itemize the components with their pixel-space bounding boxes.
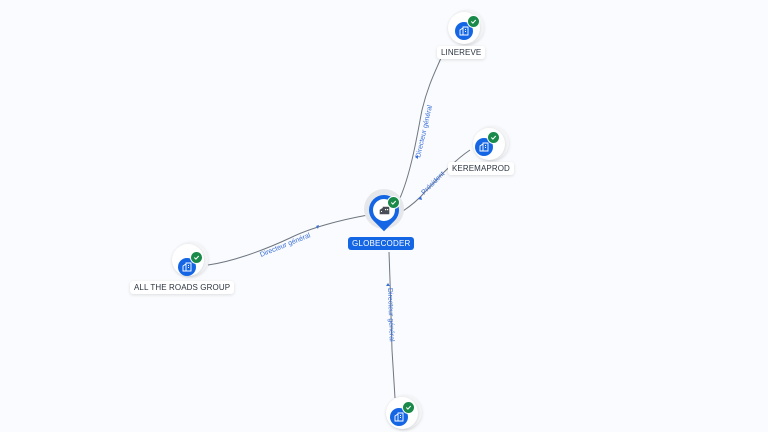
center-node-label: GLOBECODER xyxy=(348,237,415,250)
edge-label-all-the-roads-group: Directeur général xyxy=(259,232,312,259)
verified-check-icon xyxy=(487,131,500,144)
edge-label-linereve: Directeur général xyxy=(415,104,434,158)
verified-check-icon xyxy=(387,196,400,209)
edge-arrow-icon xyxy=(316,225,319,229)
node-label: KEREMAPROD xyxy=(448,162,514,175)
edge-all-the-roads-group xyxy=(207,214,369,266)
node-all-the-roads-group[interactable]: ALL THE ROADS GROUP xyxy=(130,240,235,295)
node-keremaprod[interactable]: KEREMAPROD xyxy=(448,124,525,179)
edge-arrow-icon xyxy=(415,155,418,159)
node-linereve[interactable]: LINEREVE xyxy=(437,8,500,63)
verified-check-icon xyxy=(467,15,480,28)
edge-label-bottom-company: Directeur général xyxy=(386,288,395,342)
node-globecoder-center[interactable]: GLOBECODER xyxy=(345,188,425,254)
edge-arrow-icon xyxy=(386,283,390,286)
edge-linereve xyxy=(399,57,442,199)
edge-bottom-company xyxy=(388,251,396,399)
verified-check-icon xyxy=(190,251,203,264)
verified-check-icon xyxy=(402,401,415,414)
node-bottom-company[interactable] xyxy=(380,393,430,432)
node-label: ALL THE ROADS GROUP xyxy=(130,281,235,294)
node-label: LINEREVE xyxy=(437,46,486,59)
